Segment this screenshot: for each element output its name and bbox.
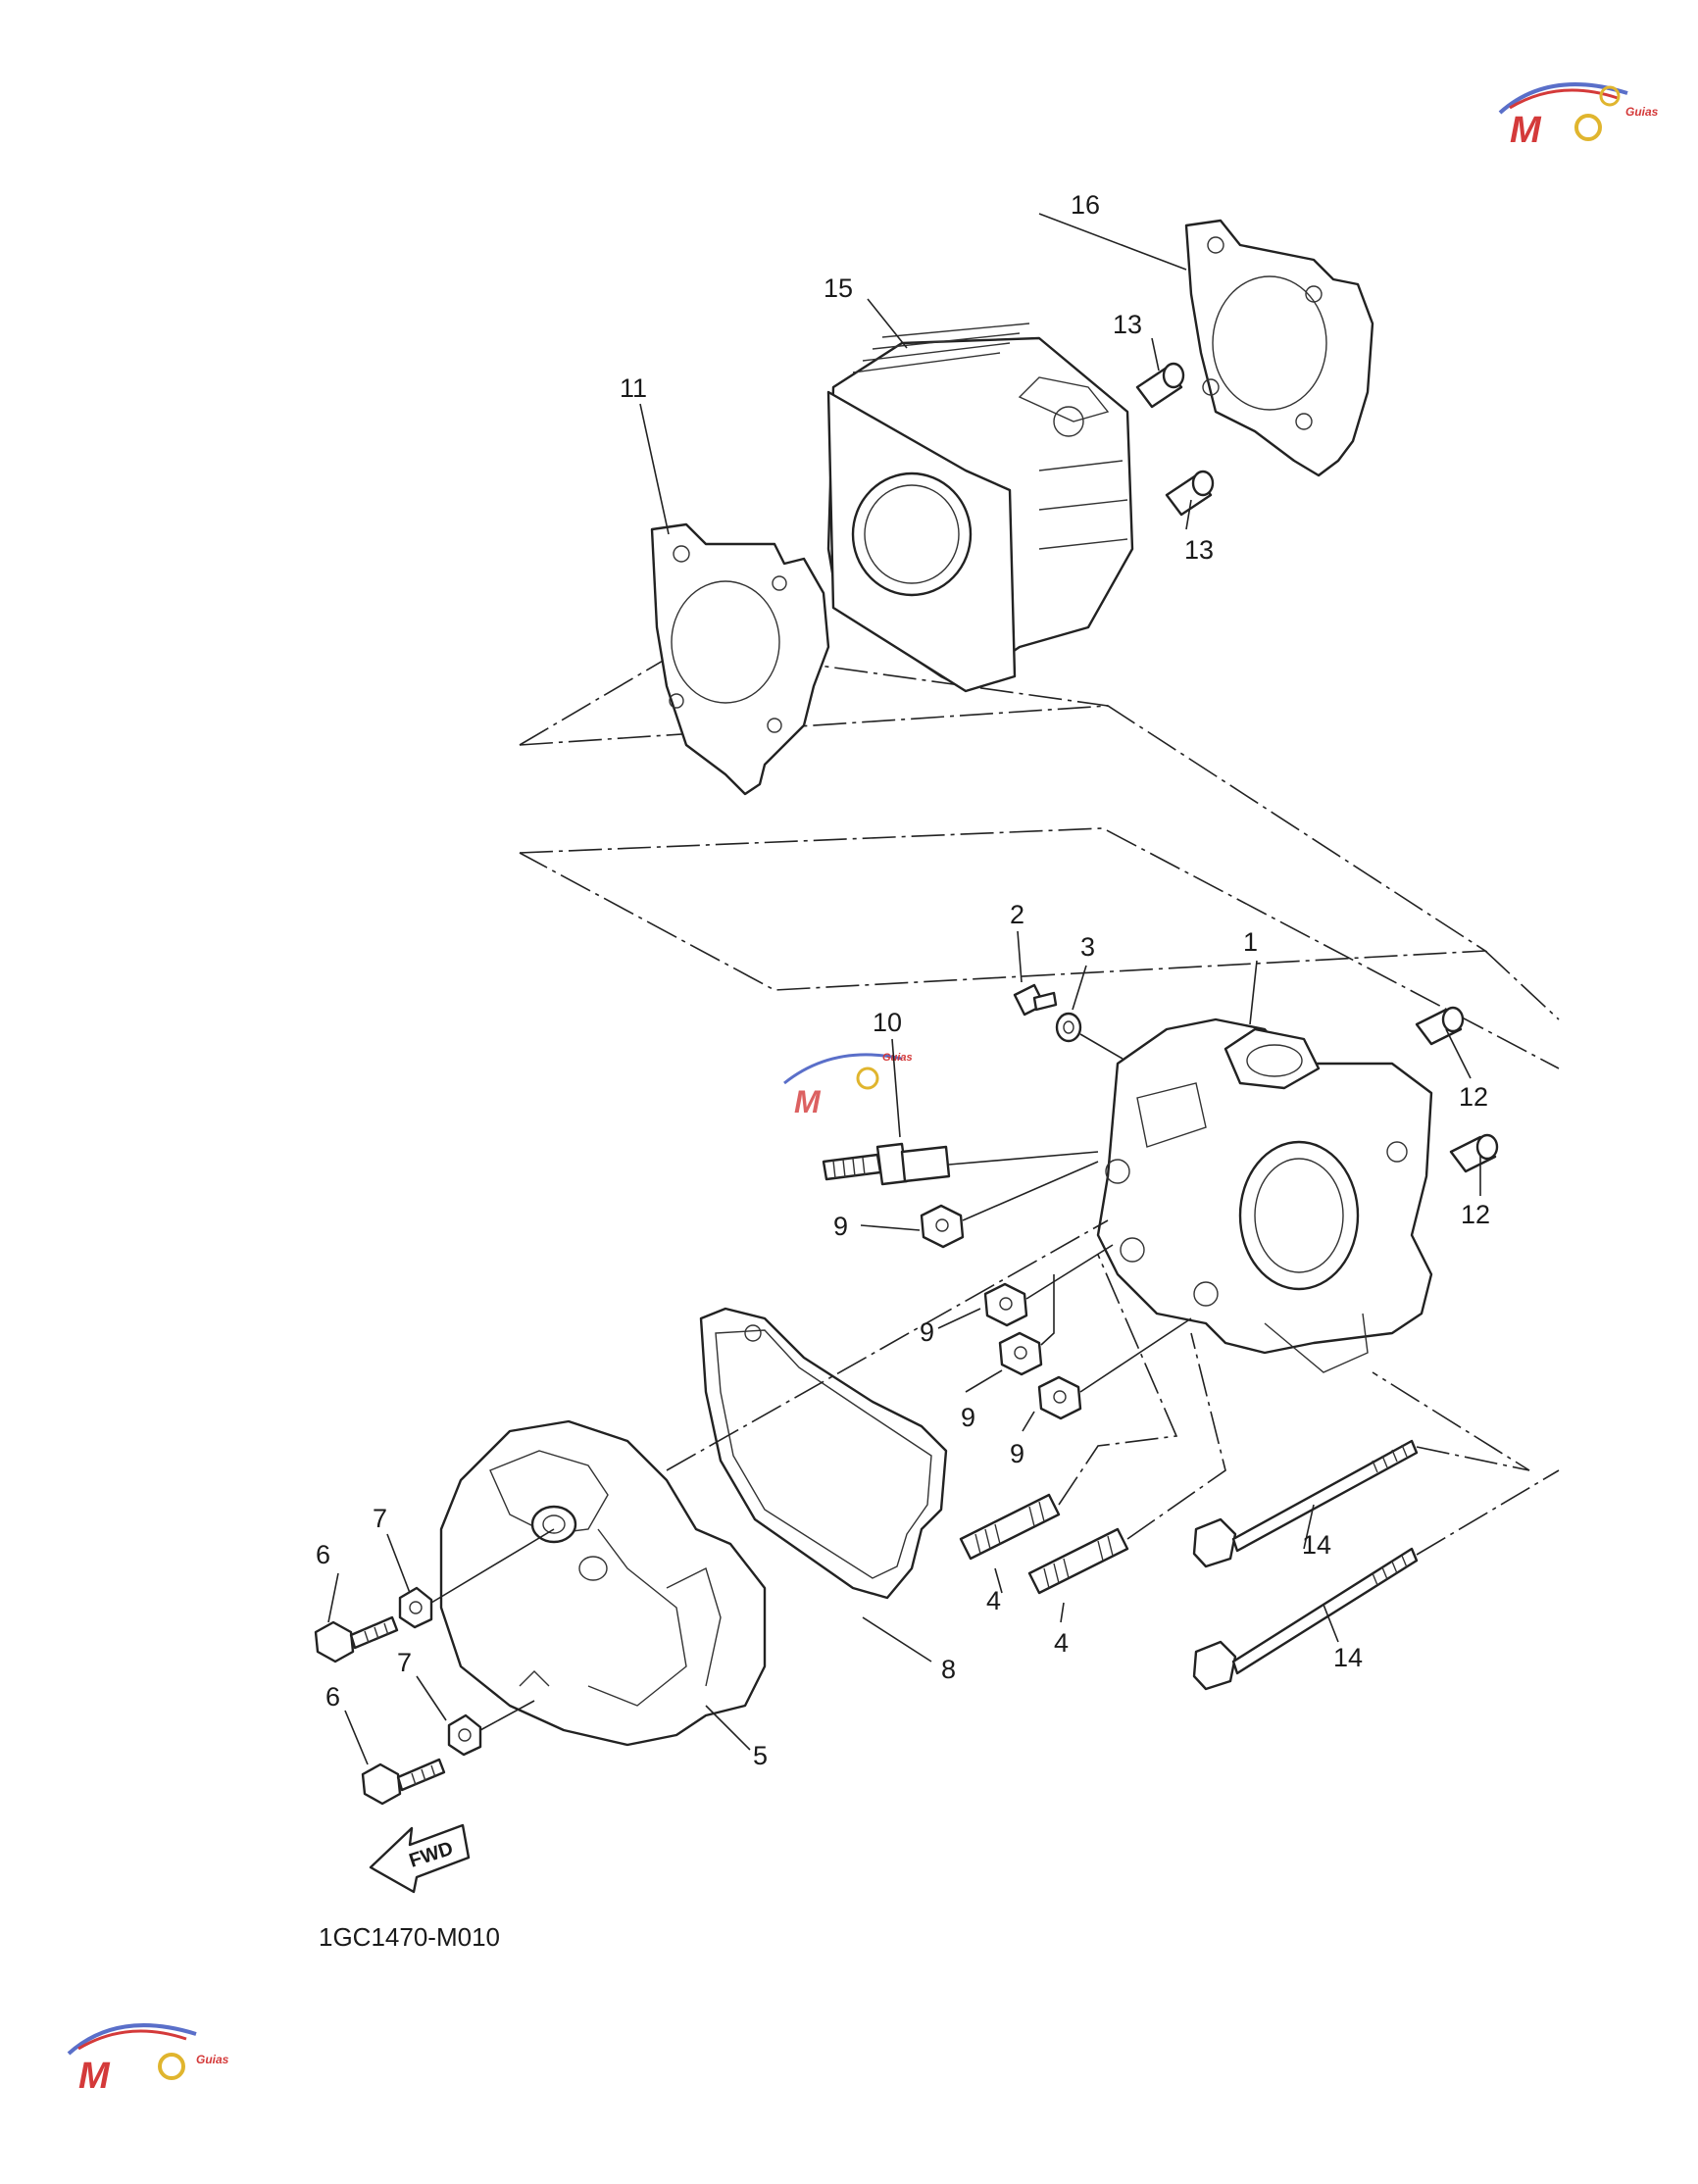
callout-16: 16 [1071, 190, 1100, 220]
valve-cover-gasket [699, 1307, 948, 1600]
valve-cover [439, 1219, 1109, 1747]
watermark-middle: M Guias [783, 1052, 913, 1119]
callout-5: 5 [753, 1741, 768, 1770]
callout-13-lower: 13 [1184, 535, 1214, 565]
assembly-plane-lower [519, 827, 1560, 1069]
callout-11: 11 [620, 373, 647, 403]
svg-text:M: M [1510, 110, 1542, 151]
callout-9-c: 9 [961, 1403, 975, 1432]
svg-text:M: M [794, 1084, 822, 1119]
nut-9-d [1037, 1317, 1192, 1420]
callout-7-lower: 7 [397, 1648, 412, 1677]
washer-7-lower [447, 1700, 535, 1757]
cylinder-block [826, 323, 1134, 693]
washer-3 [1055, 1012, 1124, 1060]
watermark-top-right: M Guias [1498, 82, 1659, 151]
callout-12-upper: 12 [1459, 1082, 1488, 1112]
callout-9-a: 9 [833, 1212, 848, 1241]
diagram-code: 1GC1470-M010 [319, 1922, 500, 1952]
callout-4-b: 4 [1054, 1628, 1069, 1658]
nut-9-a [920, 1161, 1099, 1249]
leader-lines [327, 213, 1481, 1765]
nut-9-c [998, 1274, 1055, 1376]
cylinder-head [1096, 1018, 1433, 1373]
svg-text:Guias: Guias [1625, 105, 1659, 119]
bolt-6-upper [314, 1615, 399, 1663]
callout-1: 1 [1243, 927, 1258, 957]
callout-9-b: 9 [920, 1317, 934, 1347]
callout-8: 8 [941, 1655, 956, 1684]
watermark-bottom-left: M Guias [67, 2023, 229, 2097]
assembly-plane-upper [519, 646, 1488, 991]
callout-labels: 1 2 3 4 4 5 6 6 7 7 8 9 9 9 9 10 11 12 1… [316, 190, 1490, 1770]
svg-text:Guias: Guias [882, 1052, 913, 1064]
callout-3: 3 [1080, 932, 1095, 962]
callout-13-upper: 13 [1113, 310, 1142, 339]
callout-4-a: 4 [986, 1586, 1001, 1615]
callout-10: 10 [873, 1008, 902, 1037]
callout-7-upper: 7 [373, 1504, 387, 1533]
dowel-13-lower [1165, 470, 1215, 517]
callout-2: 2 [1010, 900, 1024, 929]
washer-7-upper [398, 1528, 555, 1629]
stud-4-a [959, 1254, 1178, 1561]
callout-9-d: 9 [1010, 1439, 1024, 1468]
cylinder-gasket-11 [650, 522, 830, 796]
bolt-6-lower [361, 1758, 446, 1806]
callout-14-upper: 14 [1302, 1530, 1331, 1560]
callout-15: 15 [824, 273, 853, 303]
spark-plug [822, 1142, 1099, 1186]
forward-arrow: FWD [369, 1823, 471, 1894]
head-gasket-16 [1184, 219, 1374, 477]
dowel-12-lower [1449, 1133, 1499, 1173]
callout-6-upper: 6 [316, 1540, 330, 1569]
long-bolt-14-a [1192, 1371, 1530, 1568]
dowel-12-upper [1415, 1006, 1465, 1046]
stud-4-b [1027, 1332, 1226, 1595]
callout-12-lower: 12 [1461, 1200, 1490, 1229]
nut-9-b [983, 1244, 1114, 1327]
svg-text:M: M [78, 2056, 111, 2097]
callout-14-lower: 14 [1333, 1643, 1363, 1672]
long-bolt-14-b [1192, 1469, 1560, 1691]
callout-6-lower: 6 [325, 1682, 340, 1712]
svg-text:Guias: Guias [196, 2053, 229, 2066]
dowel-13-upper [1135, 362, 1185, 409]
bolt-2 [1013, 983, 1058, 1017]
